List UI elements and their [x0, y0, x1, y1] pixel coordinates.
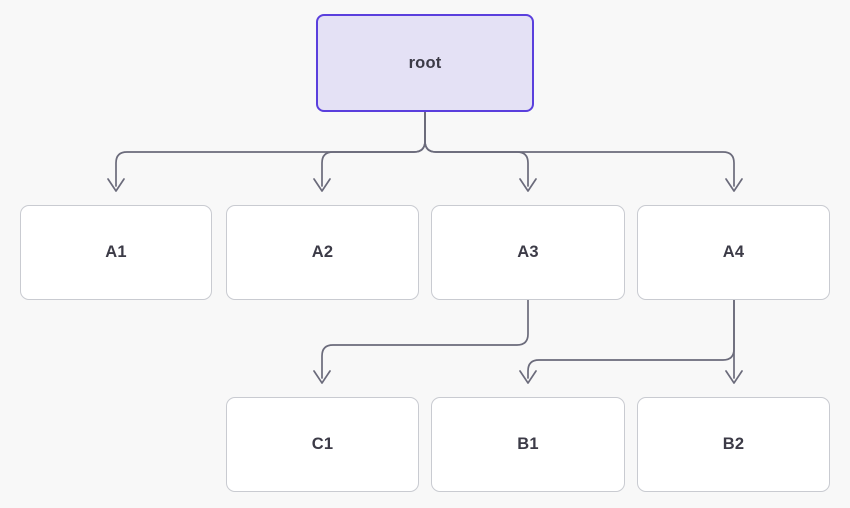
- edge-root-A4: [424, 111, 743, 192]
- edge-root-A3: [424, 111, 537, 192]
- node-a1[interactable]: A1: [20, 205, 212, 300]
- node-root[interactable]: root: [316, 14, 534, 112]
- node-a4-label: A4: [722, 243, 745, 262]
- node-b1[interactable]: B1: [431, 397, 625, 492]
- node-b2-label: B2: [722, 435, 745, 454]
- node-b2[interactable]: B2: [637, 397, 830, 492]
- edge-A4-B1: [519, 299, 735, 384]
- node-a3-label: A3: [517, 243, 539, 262]
- node-c1-label: C1: [311, 435, 334, 454]
- node-a1-label: A1: [105, 243, 127, 262]
- edge-A3-C1: [313, 299, 529, 384]
- edge-A4-B2: [725, 299, 743, 384]
- node-a3[interactable]: A3: [431, 205, 625, 300]
- edge-root-A1: [107, 111, 426, 192]
- node-a4[interactable]: A4: [637, 205, 830, 300]
- edge-root-A2: [313, 111, 426, 192]
- node-root-label: root: [408, 53, 442, 72]
- node-c1[interactable]: C1: [226, 397, 419, 492]
- node-a2-label: A2: [311, 243, 334, 262]
- node-b1-label: B1: [517, 435, 539, 454]
- node-a2[interactable]: A2: [226, 205, 419, 300]
